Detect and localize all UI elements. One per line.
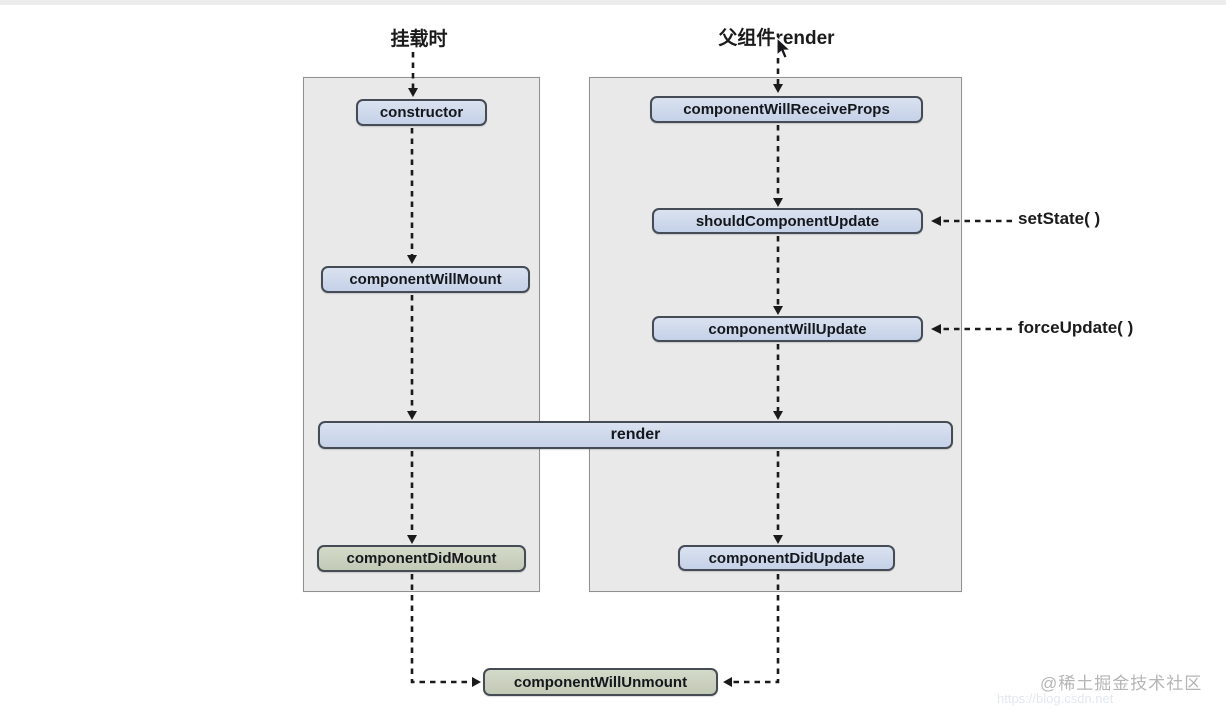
node-componentdidupdate: componentDidUpdate bbox=[678, 545, 895, 571]
arrowhead bbox=[723, 677, 732, 687]
mount-column-title: 挂载时 bbox=[390, 29, 448, 50]
forceupdate-label: forceUpdate( ) bbox=[1018, 318, 1134, 337]
url-watermark: https://blog.csdn.net bbox=[997, 691, 1114, 706]
arrowhead bbox=[472, 677, 481, 687]
mouse-cursor-icon bbox=[776, 37, 792, 60]
node-componentdidmount: componentDidMount bbox=[317, 545, 526, 572]
node-render: render bbox=[318, 421, 953, 449]
community-watermark: @稀土掘金技术社区 bbox=[1040, 674, 1203, 693]
setstate-label: setState( ) bbox=[1018, 209, 1101, 228]
node-componentwillupdate: componentWillUpdate bbox=[652, 316, 923, 342]
node-componentwillunmount: componentWillUnmount bbox=[483, 668, 718, 696]
top-divider bbox=[0, 0, 1226, 5]
mount-phase-panel bbox=[303, 77, 540, 592]
node-shouldcomponentupdate: shouldComponentUpdate bbox=[652, 208, 923, 234]
node-constructor: constructor bbox=[356, 99, 487, 126]
node-componentwillreceiveprops: componentWillReceiveProps bbox=[650, 96, 923, 123]
node-componentwillmount: componentWillMount bbox=[321, 266, 530, 293]
